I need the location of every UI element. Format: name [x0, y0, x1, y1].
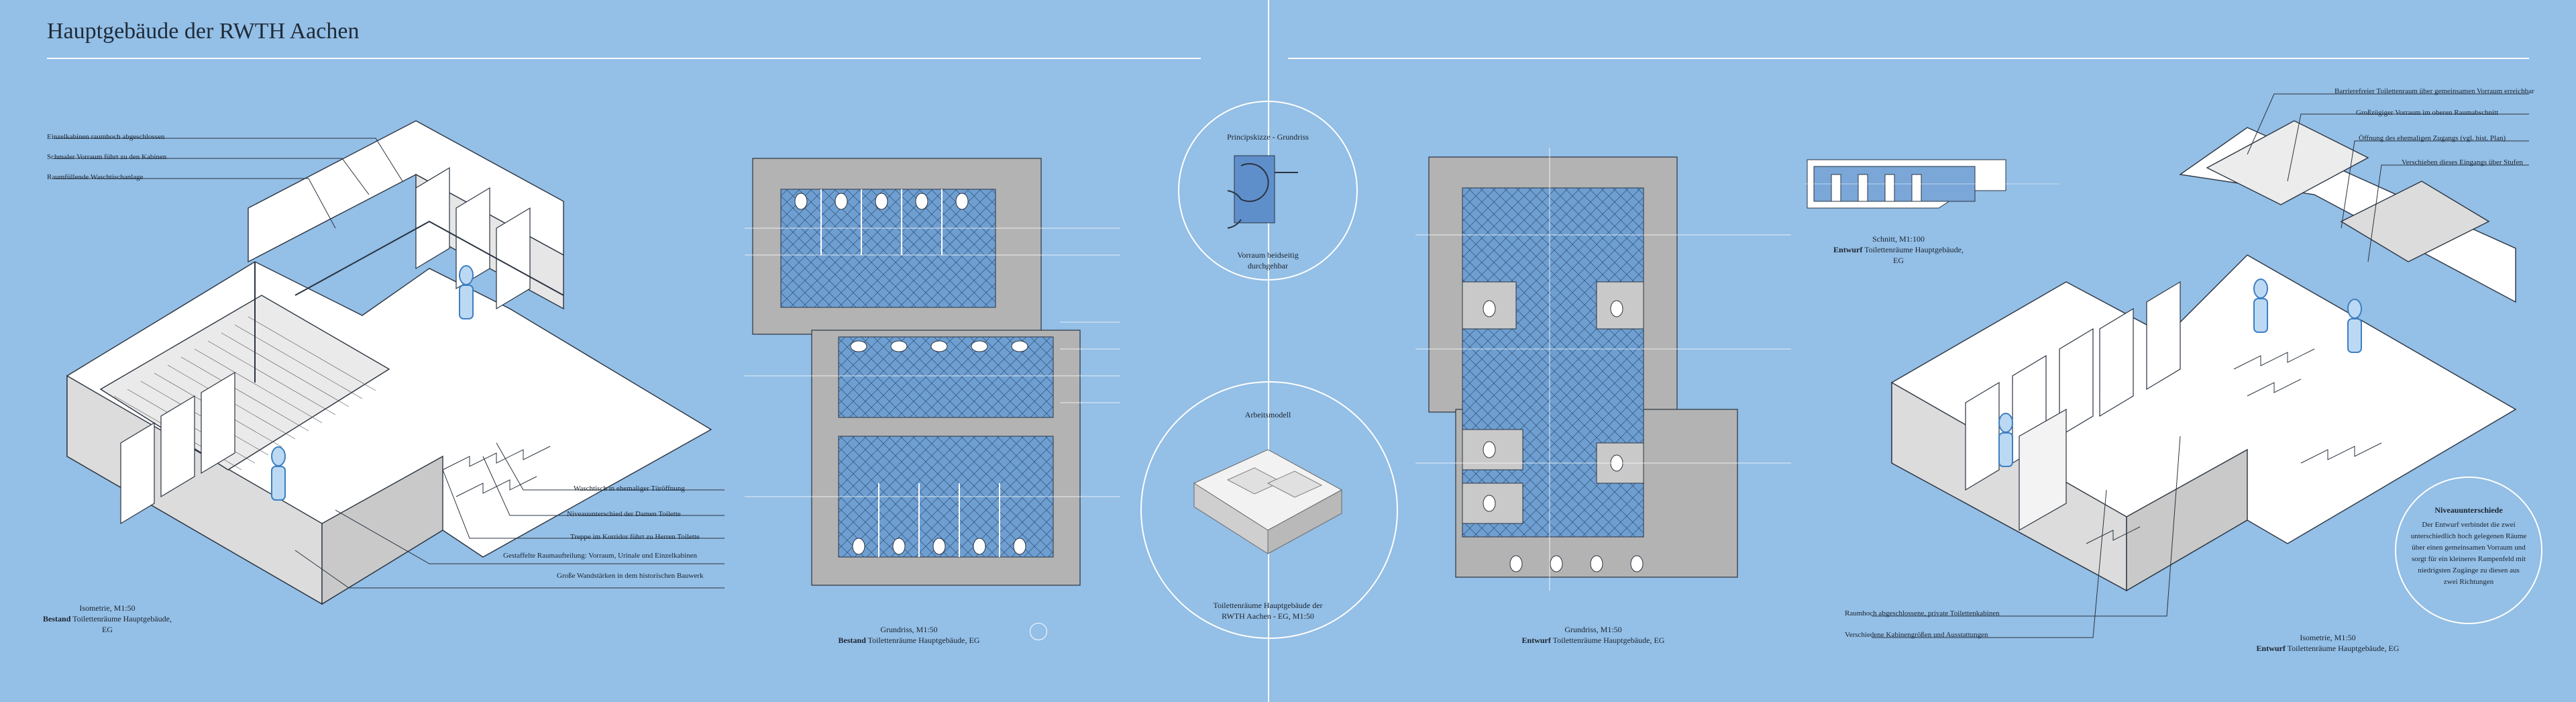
entwurf-label-2: Großzügiger Vorraum im oberen Raumabschn…	[2356, 109, 2499, 117]
entwurf-label-3: Öffnung des ehemaligen Zugangs (vgl. his…	[2359, 134, 2506, 142]
model-title: Arbeitsmodell	[1244, 410, 1291, 419]
section-drawing	[1805, 159, 2059, 209]
bestand-label-4: Waschtisch in ehemaliger Türöffnung	[574, 485, 685, 493]
level-difference-circle	[2395, 477, 2542, 624]
bestand-floor-plan	[745, 158, 1120, 586]
principle-sketch-circle	[1178, 101, 1358, 281]
header-rule-left	[47, 58, 1201, 59]
page-title: Hauptgebäude der RWTH Aachen	[47, 19, 360, 44]
entwurf-plan-caption: Grundriss, M1:50 Entwurf Toilettenräume …	[1521, 625, 1665, 645]
bestand-label-6: Treppe im Korridor führt zu Herren Toile…	[570, 533, 700, 541]
bestand-isometry-drawing	[54, 120, 724, 605]
level-difference-title: Niveauunterschiede	[2434, 505, 2503, 515]
level-difference-text: Der Entwurf verbindet die zwei unterschi…	[2410, 521, 2527, 586]
work-model-image	[1193, 449, 1343, 554]
bestand-label-7: Gestaffelte Raumaufteilung: Vorraum, Uri…	[503, 552, 697, 560]
entwurf-label-4: Verschieben dieses Eingangs über Stufen	[2402, 158, 2523, 166]
principle-sketch-drawing	[1228, 155, 1298, 229]
model-caption: Toilettenräume Hauptgebäude der RWTH Aac…	[1213, 601, 1323, 621]
entwurf-label-6: Verschiedene Kabinengrößen und Ausstattu…	[1845, 631, 1988, 639]
panel-divider	[1268, 0, 1269, 702]
entwurf-isometry-drawing	[1872, 93, 2529, 638]
bestand-iso-caption: Isometrie, M1:50 Bestand Toilettenräume …	[43, 603, 172, 634]
principle-title: Principskizze - Grundriss	[1227, 132, 1309, 142]
entwurf-label-1: Barrierefreier Toilettenraum über gemein…	[2334, 87, 2534, 95]
bestand-plan-caption: Grundriss, M1:50 Bestand Toilettenräume …	[838, 625, 980, 645]
entwurf-iso-caption: Isometrie, M1:50 Entwurf Toilettenräume …	[2256, 633, 2400, 653]
principle-text: Vorraum beidseitig durchgehbar	[1237, 250, 1299, 270]
north-arrow-icon	[1030, 623, 1047, 640]
bestand-label-5: Niveauunterschied der Damen Toilette	[567, 510, 681, 518]
bestand-label-1: Einzelkabinen raumhoch abgeschlossen	[47, 133, 165, 141]
section-caption: Schnitt, M1:100 Entwurf Toilettenräume H…	[1833, 234, 1964, 265]
model-circle	[1140, 381, 1398, 639]
bestand-label-2: Schmaler Vorraum führt zu den Kabinen	[47, 153, 167, 161]
bestand-label-8: Große Wandstärken in dem historischen Ba…	[557, 572, 704, 580]
bestand-label-3: Raumfüllende Waschtischanlage	[47, 173, 144, 181]
header-rule-right	[1288, 58, 2529, 59]
entwurf-floor-plan	[1415, 148, 1791, 591]
entwurf-label-5: Raumhoch abgeschlossene, private Toilett…	[1845, 609, 2000, 617]
